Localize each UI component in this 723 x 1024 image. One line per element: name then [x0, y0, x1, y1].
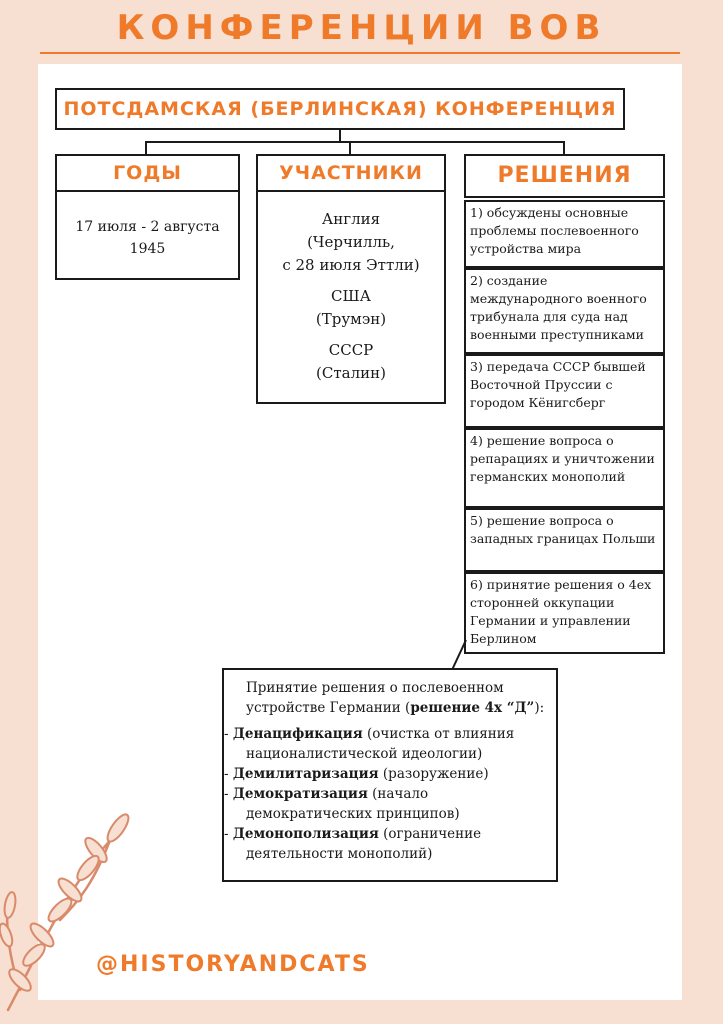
- author-handle: @HISTORYANDCATS: [96, 952, 370, 977]
